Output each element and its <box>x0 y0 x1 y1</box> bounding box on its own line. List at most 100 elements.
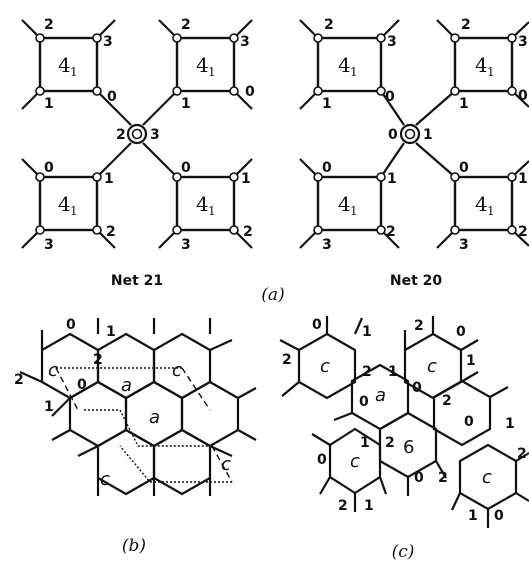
panel-c-vertex-label: 0 <box>464 414 474 430</box>
net20-vertex-label: 1 <box>387 171 397 187</box>
net20-vertex-label: 2 <box>386 224 396 240</box>
net21-vertex-label: 1 <box>181 96 191 112</box>
net21-vertex-label: 1 <box>44 96 54 112</box>
panel-c-cell-label: c <box>427 356 437 377</box>
net21-vertex-label: 2 <box>243 224 253 240</box>
panel-c-vertex-label: 0 <box>494 508 504 524</box>
net21-square-subscript: 1 <box>70 65 78 79</box>
net21-vertex-label: 0 <box>245 84 255 100</box>
net20-vertex-label: 3 <box>459 237 469 253</box>
net21-vertex-label: 0 <box>181 160 191 176</box>
panel-c-vertex-label: 2 <box>385 435 395 451</box>
net21-square-label: 4 <box>196 53 209 77</box>
net20-square-subscript: 1 <box>487 204 495 218</box>
panel-c-vertex-label: 2 <box>282 352 292 368</box>
net21-square-subscript: 1 <box>70 204 78 218</box>
net20-square-label: 4 <box>338 53 351 77</box>
panel-b-vertex-label: 0 <box>77 377 87 393</box>
panel-b-cell-label: c <box>221 454 231 475</box>
panel-c-vertex-label: 2 <box>442 393 452 409</box>
panel-c-vertex-label: 1 <box>388 364 398 380</box>
net20-vertex-label: 3 <box>387 34 397 50</box>
panel-c-vertex-label: 2 <box>438 470 448 486</box>
net20-vertex-label: 3 <box>322 237 332 253</box>
net20-title: Net 20 <box>390 273 443 289</box>
net20-square-subscript: 1 <box>487 65 495 79</box>
net21-vertex-label: 3 <box>103 34 113 50</box>
panel-b-cell-label: c <box>100 469 110 490</box>
net21-vertex-label: 2 <box>181 17 191 33</box>
panel-c-vertex-label: 0 <box>359 394 369 410</box>
net20-center-label: 1 <box>423 127 433 143</box>
net20-vertex-label: 1 <box>322 96 332 112</box>
net20-vertex-label: 0 <box>518 88 528 104</box>
panel-c-vertex-label: 1 <box>362 324 372 340</box>
net21-vertex-label: 3 <box>240 34 250 50</box>
panel-b-vertex-label: 2 <box>14 372 24 388</box>
net21-square-subscript: 1 <box>208 65 216 79</box>
net21-vertex-label: 1 <box>241 171 251 187</box>
panel-c-vertex-label: 2 <box>338 498 348 514</box>
net20-vertex-label: 0 <box>322 160 332 176</box>
net21-vertex-label: 0 <box>44 160 54 176</box>
net21-square-label: 4 <box>58 53 71 77</box>
net21-diagram: 4 1 4 1 4 1 4 1 2 3 0 1 2 3 0 1 0 1 2 3 … <box>21 17 255 289</box>
panel-b-hexagonal-net: 0 1 2 2 0 1 c c a a c c <box>14 317 257 496</box>
panel-c-vertex-label: 2 <box>517 446 527 462</box>
net20-vertex-label: 0 <box>459 160 469 176</box>
net20-square-label: 4 <box>475 192 488 216</box>
net21-title: Net 21 <box>111 273 163 289</box>
net20-vertex-label: 3 <box>518 34 528 50</box>
panel-c-vertex-label: 1 <box>360 435 370 451</box>
panel-c-vertex-label: 2 <box>414 318 424 334</box>
panel-c-vertex-label: 0 <box>414 470 424 486</box>
panel-c-caption: (c) <box>392 542 415 562</box>
panel-c-cell-label: 6 <box>403 437 414 458</box>
panel-c-vertex-label: 1 <box>466 353 476 369</box>
panel-c-cell-label: c <box>482 467 492 488</box>
net20-vertex-label: 2 <box>324 17 334 33</box>
net21-vertex-label: 1 <box>104 171 114 187</box>
net21-square-label: 4 <box>196 192 209 216</box>
net20-diagram: 4 1 4 1 4 1 4 1 2 3 0 1 2 3 0 1 0 1 2 3 … <box>299 17 529 289</box>
net21-square-label: 4 <box>58 192 71 216</box>
net20-square-subscript: 1 <box>350 204 358 218</box>
panel-c-vertex-label: 1 <box>468 508 478 524</box>
panel-a-caption: (a) <box>261 285 284 305</box>
net21-center-label: 3 <box>150 127 160 143</box>
panel-c-hexagonal-net: 0 1 2 2 1 2 0 1 0 0 2 0 1 1 2 0 0 2 2 2 … <box>279 316 529 528</box>
net21-vertex-label: 3 <box>44 237 54 253</box>
panel-b-vertex-label: 0 <box>66 317 76 333</box>
panel-b-caption: (b) <box>122 536 146 556</box>
panel-c-vertex-label: 1 <box>505 416 515 432</box>
net20-square-label: 4 <box>475 53 488 77</box>
panel-c-vertex-label: 1 <box>364 498 374 514</box>
net21-vertex-label: 3 <box>181 237 191 253</box>
net21-vertex-label: 0 <box>107 89 117 105</box>
net20-vertex-label: 2 <box>461 17 471 33</box>
panel-c-vertex-label: 2 <box>362 364 372 380</box>
net20-square-subscript: 1 <box>350 65 358 79</box>
panel-c-vertex-label: 0 <box>412 380 422 396</box>
panel-c-cell-label: a <box>375 385 386 406</box>
net21-center-label: 2 <box>116 127 126 143</box>
net20-center-label: 0 <box>388 127 398 143</box>
panel-b-vertex-label: 2 <box>93 352 103 368</box>
panel-c-cell-label: c <box>320 356 330 377</box>
panel-b-vertex-label: 1 <box>106 324 116 340</box>
panel-c-vertex-label: 0 <box>456 324 466 340</box>
net20-vertex-label: 1 <box>518 171 528 187</box>
panel-b-cell-label: c <box>172 360 182 381</box>
net21-vertex-label: 2 <box>106 224 116 240</box>
panel-b-cell-label: a <box>149 407 160 428</box>
panel-c-vertex-label: 0 <box>317 452 327 468</box>
net21-vertex-label: 2 <box>44 17 54 33</box>
panel-c-cell-label: c <box>350 451 360 472</box>
net21-square-subscript: 1 <box>208 204 216 218</box>
panel-b-cell-label: a <box>121 375 132 396</box>
panel-b-vertex-label: 1 <box>44 399 54 415</box>
panel-c-vertex-label: 0 <box>312 317 322 333</box>
net20-vertex-label: 2 <box>518 224 528 240</box>
net20-vertex-label: 0 <box>385 89 395 105</box>
